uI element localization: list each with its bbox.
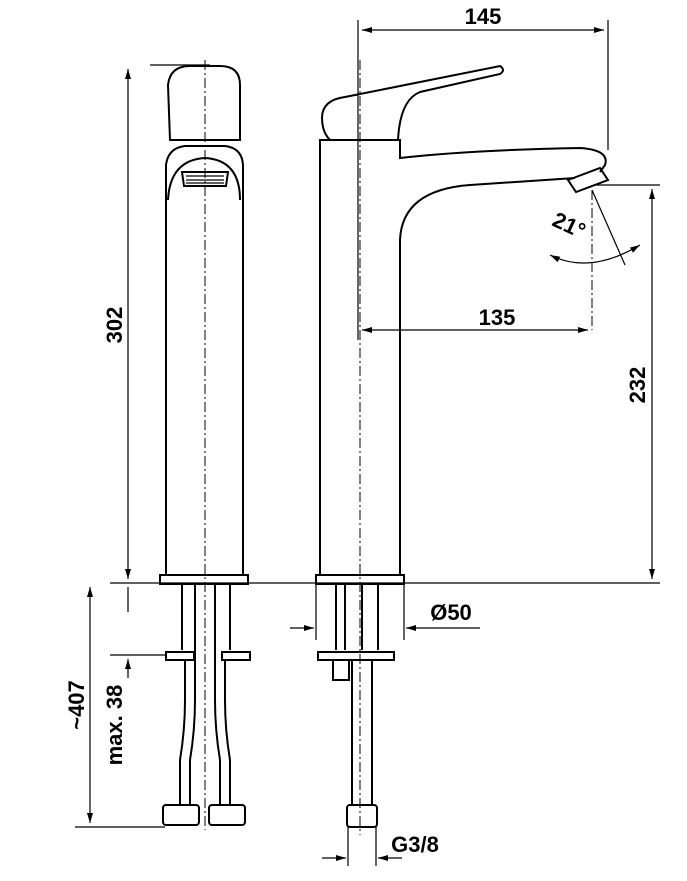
dim-connection-thread: G3/8 (391, 832, 439, 857)
dim-base-diameter: Ø50 (430, 600, 472, 625)
dimension-lines (75, 20, 660, 866)
dim-overall-reach: 145 (465, 4, 502, 29)
dim-max-deck-thickness: max. 38 (102, 685, 127, 766)
dim-spout-height: 232 (625, 367, 650, 404)
side-view (315, 60, 610, 835)
dim-spout-angle: 21° (549, 207, 590, 244)
dim-hose-length: ~407 (64, 680, 89, 730)
front-view (159, 60, 251, 830)
dim-spout-reach: 135 (479, 305, 516, 330)
dim-overall-height: 302 (102, 307, 127, 344)
